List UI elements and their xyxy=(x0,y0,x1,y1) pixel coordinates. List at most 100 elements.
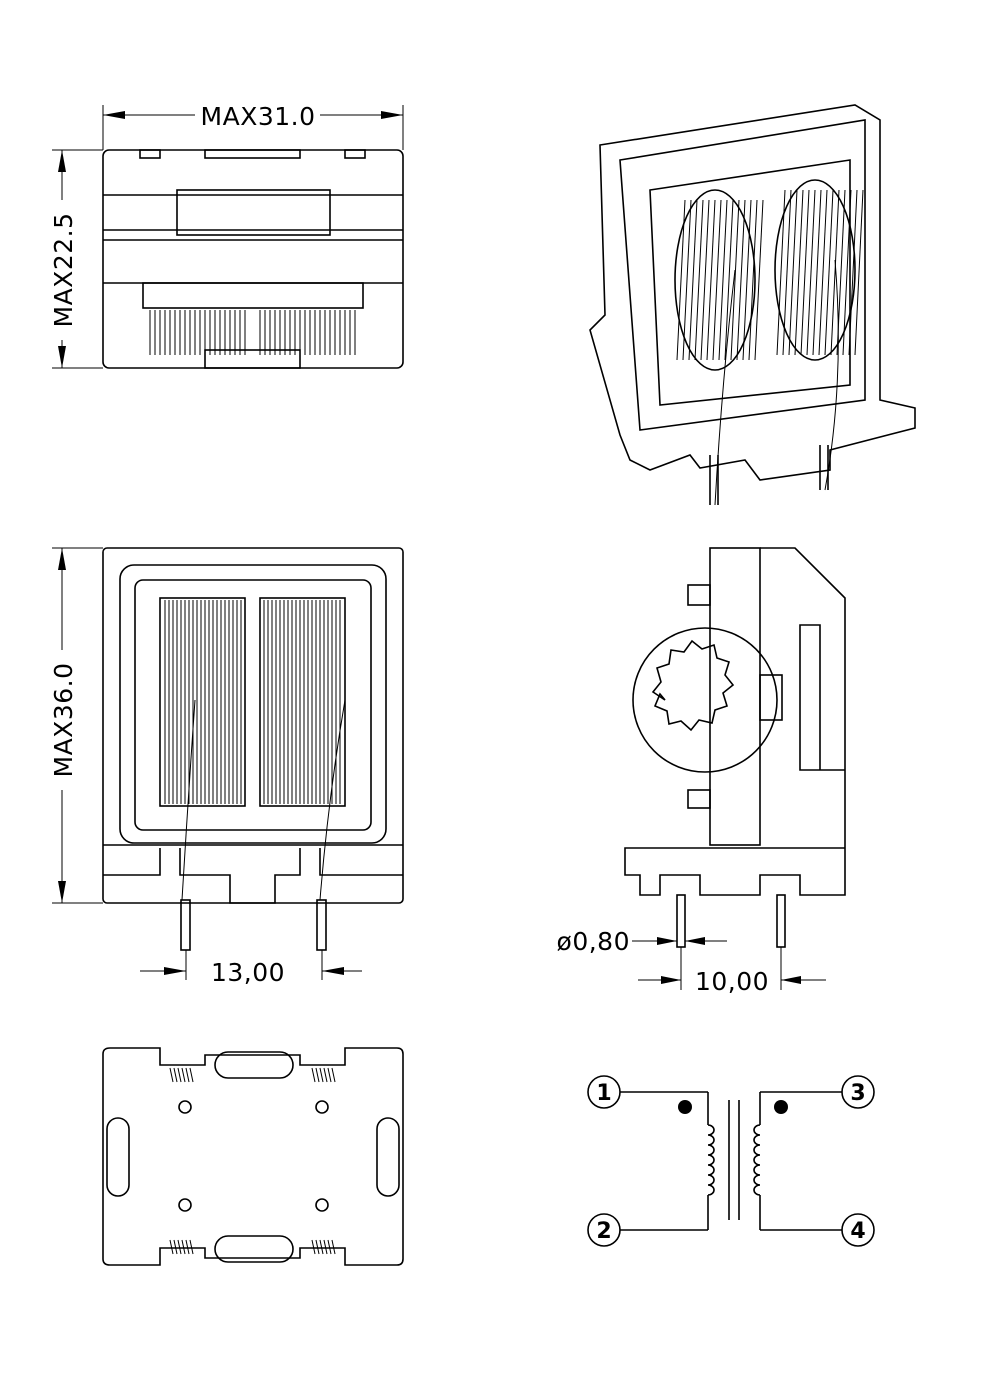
winding-line xyxy=(327,1239,332,1255)
winding-line xyxy=(688,199,698,361)
winding-line xyxy=(748,199,758,361)
front-core xyxy=(142,282,364,309)
bottom-view xyxy=(102,1047,404,1266)
winding-line xyxy=(181,1239,186,1255)
arrow-icon xyxy=(58,881,66,903)
height-dimension: MAX22.5 xyxy=(49,213,78,328)
winding-line xyxy=(331,1239,336,1255)
side-bobbin xyxy=(624,547,846,896)
bottom-wire-coils xyxy=(169,1067,336,1255)
side-tab xyxy=(759,674,783,721)
bottom-slot xyxy=(214,1051,294,1079)
arrow-icon xyxy=(103,111,125,119)
top-windings xyxy=(164,600,341,804)
schematic: 1 2 3 4 xyxy=(587,1075,875,1247)
winding-line xyxy=(812,189,822,356)
arrow-icon xyxy=(661,976,681,984)
winding-line xyxy=(736,199,746,361)
winding-line xyxy=(319,1239,324,1255)
top-coil-left xyxy=(159,597,246,807)
pin-label: 1 xyxy=(596,1081,611,1106)
winding-line xyxy=(169,1239,174,1255)
arrow-icon xyxy=(781,976,801,984)
arrow-icon xyxy=(322,967,344,975)
pin-hole xyxy=(315,1100,329,1114)
bottom-outline xyxy=(102,1047,404,1266)
winding-line xyxy=(319,1067,324,1083)
pin-pitch-dimension: 10,00 xyxy=(695,967,769,996)
winding-line xyxy=(327,1067,332,1083)
winding-line xyxy=(712,199,722,361)
polarity-dot xyxy=(678,1100,692,1114)
bottom-slot xyxy=(214,1235,294,1263)
width-dimension: MAX31.0 xyxy=(201,102,316,131)
lead-wire xyxy=(181,699,196,901)
side-tab xyxy=(687,584,711,606)
winding-line xyxy=(700,199,710,361)
winding-line xyxy=(776,189,786,356)
pin-marker xyxy=(841,1213,875,1247)
pin-pitch-dimension: 13,00 xyxy=(211,958,285,987)
bottom-slot xyxy=(376,1117,400,1197)
top-window xyxy=(134,579,372,831)
perspective-frame xyxy=(619,119,866,431)
arrow-icon xyxy=(58,548,66,570)
winding-line xyxy=(311,1067,316,1083)
winding-line xyxy=(173,1239,178,1255)
inductor-coil xyxy=(707,1124,715,1196)
front-outline xyxy=(102,149,404,369)
side-gear-core xyxy=(651,639,735,732)
winding-line xyxy=(676,199,686,361)
arrow-icon xyxy=(657,937,677,945)
winding-line xyxy=(800,189,810,356)
pin-marker xyxy=(841,1075,875,1109)
winding-line xyxy=(694,199,704,361)
winding-line xyxy=(754,199,764,361)
winding-line xyxy=(181,1067,186,1083)
arrow-icon xyxy=(164,967,186,975)
winding-line xyxy=(794,189,804,356)
front-clip xyxy=(176,189,331,236)
winding-line xyxy=(848,189,858,356)
perspective-coil xyxy=(774,179,856,361)
winding-line xyxy=(311,1239,316,1255)
side-tab xyxy=(687,789,711,809)
winding-line xyxy=(782,189,792,356)
side-core-plate xyxy=(709,547,761,846)
lead-wire xyxy=(319,699,346,901)
bottom-slot xyxy=(106,1117,130,1197)
side-view: ø0,80 10,00 xyxy=(557,547,846,996)
winding-line xyxy=(323,1067,328,1083)
top-outline xyxy=(102,547,404,904)
winding-line xyxy=(854,189,864,356)
winding-line xyxy=(842,189,852,356)
side-coil xyxy=(632,627,778,773)
arrow-icon xyxy=(685,937,705,945)
pin-hole xyxy=(315,1198,329,1212)
winding-line xyxy=(718,199,728,361)
pin-marker xyxy=(587,1075,621,1109)
winding-line xyxy=(788,189,798,356)
winding-line xyxy=(169,1067,174,1083)
winding-line xyxy=(830,189,840,356)
arrow-icon xyxy=(58,346,66,368)
pin-label: 3 xyxy=(850,1081,865,1106)
winding-line xyxy=(315,1067,320,1083)
polarity-dot xyxy=(774,1100,788,1114)
top-frame xyxy=(119,564,387,844)
pin-label: 2 xyxy=(596,1219,611,1244)
arrow-icon xyxy=(381,111,403,119)
winding-line xyxy=(177,1239,182,1255)
front-notch xyxy=(204,149,301,159)
perspective-outline xyxy=(589,104,916,481)
arrow-icon xyxy=(58,150,66,172)
front-foot xyxy=(204,349,301,369)
perspective-window xyxy=(649,159,851,406)
front-notch xyxy=(344,149,366,159)
winding-line xyxy=(706,199,716,361)
lead-wire xyxy=(714,269,736,506)
winding-line xyxy=(189,1067,194,1083)
pin-diameter-dimension: ø0,80 xyxy=(557,927,630,956)
front-notch xyxy=(139,149,161,159)
winding-line xyxy=(824,189,834,356)
